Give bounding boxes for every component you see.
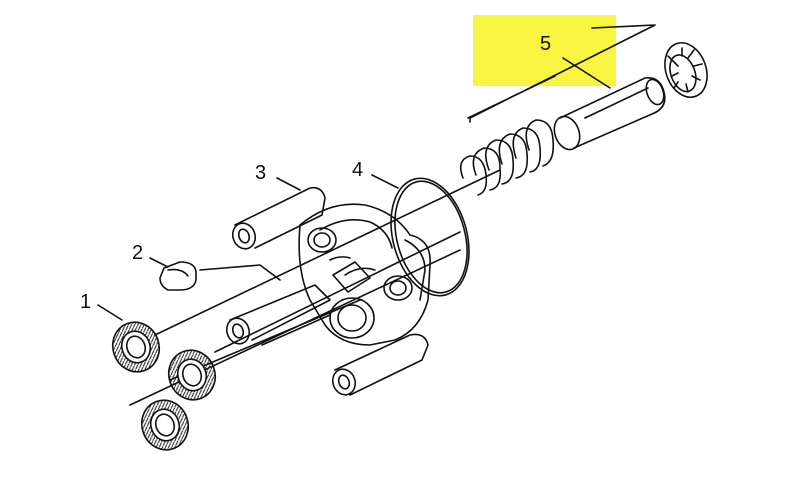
highlight-box-5 bbox=[473, 15, 616, 86]
leader-line-5 bbox=[562, 57, 611, 89]
seal-ring-2 bbox=[167, 349, 217, 401]
callout-1: 1 bbox=[80, 291, 92, 313]
pump-head-tubes bbox=[225, 186, 429, 396]
seal-ring-1 bbox=[111, 321, 161, 373]
leader-line-2 bbox=[149, 257, 169, 268]
piston bbox=[553, 76, 666, 151]
callout-4: 4 bbox=[352, 159, 364, 181]
leader-line-3 bbox=[276, 177, 301, 191]
spring bbox=[459, 119, 555, 196]
callout-2: 2 bbox=[132, 242, 144, 264]
callout-5: 5 bbox=[540, 33, 552, 55]
retaining-clip bbox=[664, 42, 708, 98]
callout-3: 3 bbox=[255, 162, 267, 184]
seal-ring-3 bbox=[140, 399, 190, 451]
leader-line-1 bbox=[97, 304, 123, 321]
o-ring bbox=[390, 177, 470, 297]
assembly-guide-lines bbox=[129, 24, 656, 406]
small-seal bbox=[159, 261, 197, 291]
pump-head bbox=[298, 203, 431, 346]
leader-line-4 bbox=[371, 174, 399, 189]
